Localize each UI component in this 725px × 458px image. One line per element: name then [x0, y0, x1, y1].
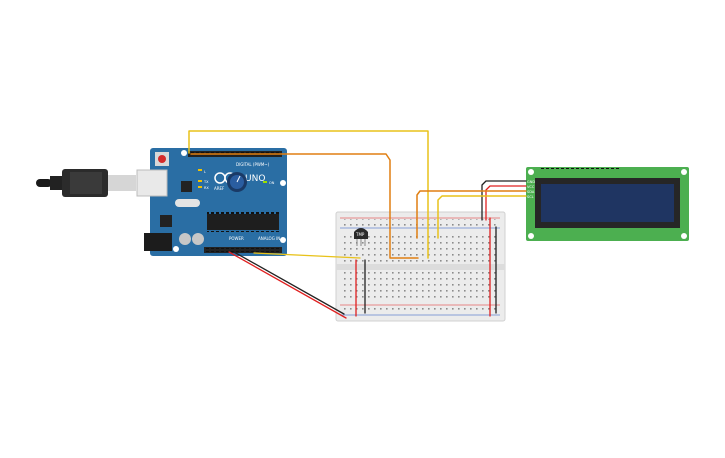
lcd-pin-gnd: GND [527, 180, 535, 184]
lcd-display[interactable]: GND VCC SDA SCL [526, 167, 689, 241]
lcd-screen [541, 184, 674, 222]
lcd-pin-labels: GND VCC SDA SCL [527, 180, 535, 199]
temperature-sensor[interactable]: TMP [354, 228, 368, 246]
aref-text: AREF [214, 186, 225, 191]
crystal [175, 199, 200, 207]
capacitor [192, 233, 204, 245]
lcd-pin-sda: SDA [527, 190, 535, 194]
analog-label: ANALOG IN [258, 236, 280, 241]
wire-black[interactable] [233, 251, 345, 315]
usb-port [136, 169, 168, 197]
rx-text: RX [204, 186, 209, 190]
atmega-chip [207, 214, 279, 230]
sensor-label: TMP [355, 232, 365, 237]
l-text: L [204, 170, 206, 174]
potentiometer-icon [227, 172, 247, 192]
wire-orange[interactable] [190, 153, 419, 259]
brand-text: UNO [245, 174, 265, 184]
on-text: ON [269, 181, 275, 185]
capacitor [179, 233, 191, 245]
digital-label: DIGITAL (PWM~) [236, 162, 270, 167]
usb-chip [181, 181, 192, 192]
wire-yellow[interactable] [253, 252, 361, 259]
usb-cable[interactable] [36, 169, 136, 197]
power-label: POWER [229, 236, 244, 241]
voltage-regulator [160, 215, 172, 227]
reset-button[interactable] [155, 152, 169, 166]
power-jack [144, 233, 172, 251]
wire-red-lcd-vcc[interactable] [485, 185, 527, 221]
wire-yellow[interactable] [188, 130, 429, 259]
lcd-pin-vcc: VCC [527, 185, 535, 189]
wire-red[interactable] [228, 251, 347, 319]
wire-orange-lcd-sda[interactable] [416, 190, 527, 239]
tx-text: TX [203, 180, 209, 184]
arduino-uno-board[interactable]: DIGITAL (PWM~) UNO AREF TX RX ON L POWER… [136, 148, 287, 256]
wire-yellow-lcd-scl[interactable] [437, 195, 527, 239]
wire-black-lcd-gnd[interactable] [481, 180, 527, 221]
lcd-pin-scl: SCL [527, 195, 534, 199]
breadboard[interactable] [335, 211, 506, 322]
